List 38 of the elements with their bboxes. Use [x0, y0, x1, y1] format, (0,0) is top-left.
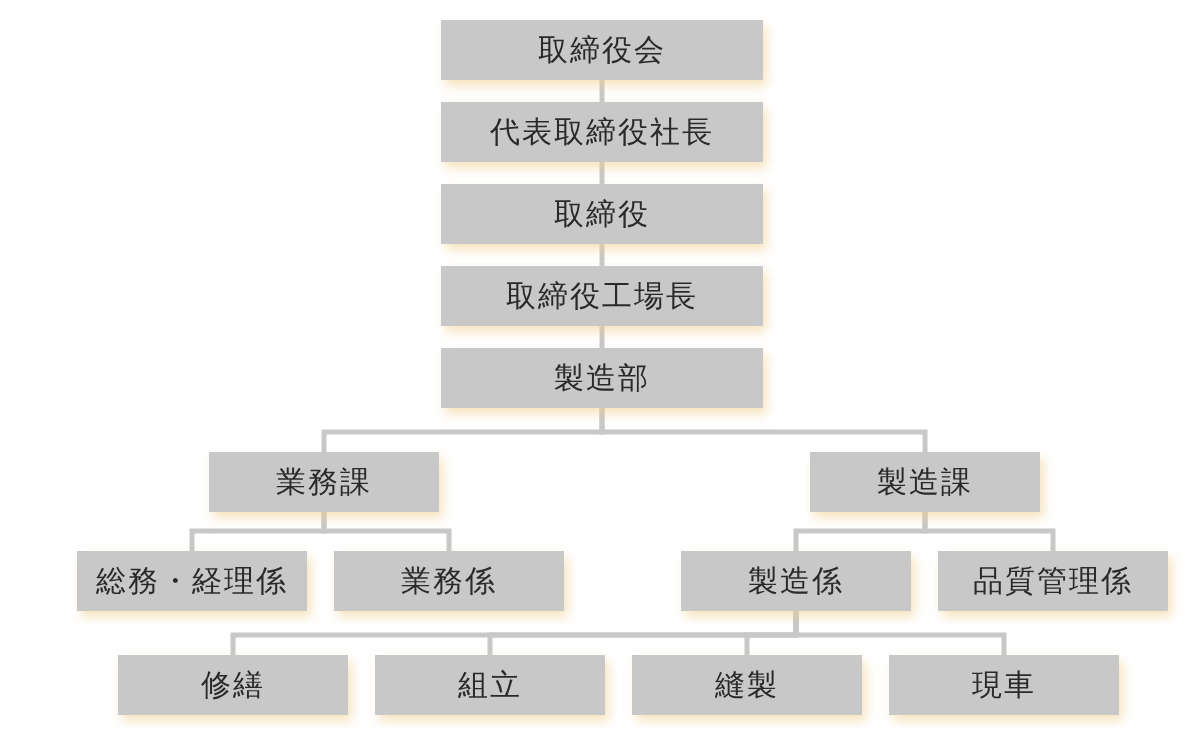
- org-box: [441, 184, 763, 244]
- org-box: [441, 102, 763, 162]
- unit-name: 取締役: [554, 194, 650, 233]
- org-box: [632, 655, 862, 715]
- org-box: [77, 551, 307, 611]
- org-box: [441, 266, 763, 326]
- org-box: [441, 348, 763, 408]
- unit-name: 代表取締役社長: [490, 112, 714, 151]
- unit-name: 修繕: [201, 665, 265, 704]
- unit-name: 組立: [458, 665, 522, 704]
- connector-line: [793, 611, 1007, 655]
- unit-name: 製造部: [554, 358, 650, 397]
- connector-line: [599, 326, 605, 348]
- unit-name: 製造課: [877, 462, 973, 501]
- unit-name: 縫製: [715, 665, 779, 704]
- connector-line: [922, 512, 1056, 551]
- org-box: [889, 655, 1119, 715]
- org-box: [334, 551, 564, 611]
- unit-name: 品質管理係: [973, 561, 1133, 600]
- unit-name: 取締役工場長: [506, 276, 698, 315]
- unit-name: 業務係: [401, 561, 497, 600]
- org-box: [441, 20, 763, 80]
- org-box: [375, 655, 605, 715]
- unit-name: 製造係: [748, 561, 844, 600]
- org-box: [118, 655, 348, 715]
- org-box: [209, 452, 439, 512]
- connector-line: [599, 244, 605, 266]
- unit-name: 総務・経理係: [96, 561, 288, 600]
- unit-name: 取締役会: [538, 30, 666, 69]
- unit-name: 現車: [972, 665, 1036, 704]
- connector-line: [599, 408, 928, 452]
- connector-line: [599, 162, 605, 184]
- org-box: [681, 551, 911, 611]
- connector-line: [321, 512, 452, 551]
- org-box: [810, 452, 1040, 512]
- org-box: [938, 551, 1168, 611]
- unit-name: 業務課: [276, 462, 372, 501]
- connector-line: [599, 80, 605, 102]
